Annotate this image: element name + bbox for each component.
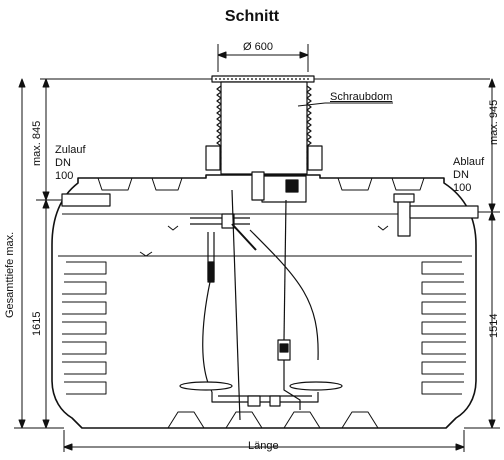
left-height-dimension-label: 1615 — [31, 311, 43, 336]
inlet-label-line2: DN — [55, 157, 71, 169]
tank-bottom-feet — [167, 411, 379, 429]
dome-diameter-label: Ø 600 — [243, 41, 273, 53]
tank-side-ribs-left — [62, 261, 107, 395]
outlet-label-line2: DN — [453, 169, 469, 181]
outlet-label-line1: Ablauf — [453, 156, 485, 168]
dome-diameter-dimension — [217, 44, 309, 72]
inlet-label-line3: 100 — [55, 170, 74, 182]
screw-dome — [205, 75, 323, 175]
dome-leader — [297, 102, 393, 107]
dome-label: Schraubdom — [330, 91, 393, 103]
inlet-label-line1: Zulauf — [55, 144, 86, 156]
outlet-pipe — [393, 193, 500, 237]
length-label: Länge — [248, 440, 279, 452]
right-height-dimension-label: 1514 — [488, 313, 500, 338]
bottom-fittings — [179, 381, 343, 407]
left-dimensions — [14, 78, 64, 429]
control-box — [251, 171, 307, 203]
diagram-title: Schnitt — [224, 8, 280, 25]
outlet-label-line3: 100 — [453, 182, 472, 194]
right-dimensions — [464, 78, 500, 429]
tank-side-ribs-right — [421, 261, 466, 395]
tank-outline — [51, 174, 477, 429]
total-depth-label: Gesamttiefe max. — [4, 231, 16, 318]
length-dimension — [63, 430, 465, 452]
right-top-dimension-label: max. 945 — [488, 99, 500, 145]
internal-piping — [190, 189, 319, 421]
tank-top-ribs — [97, 177, 425, 191]
left-top-dimension-label: max. 845 — [31, 120, 43, 166]
